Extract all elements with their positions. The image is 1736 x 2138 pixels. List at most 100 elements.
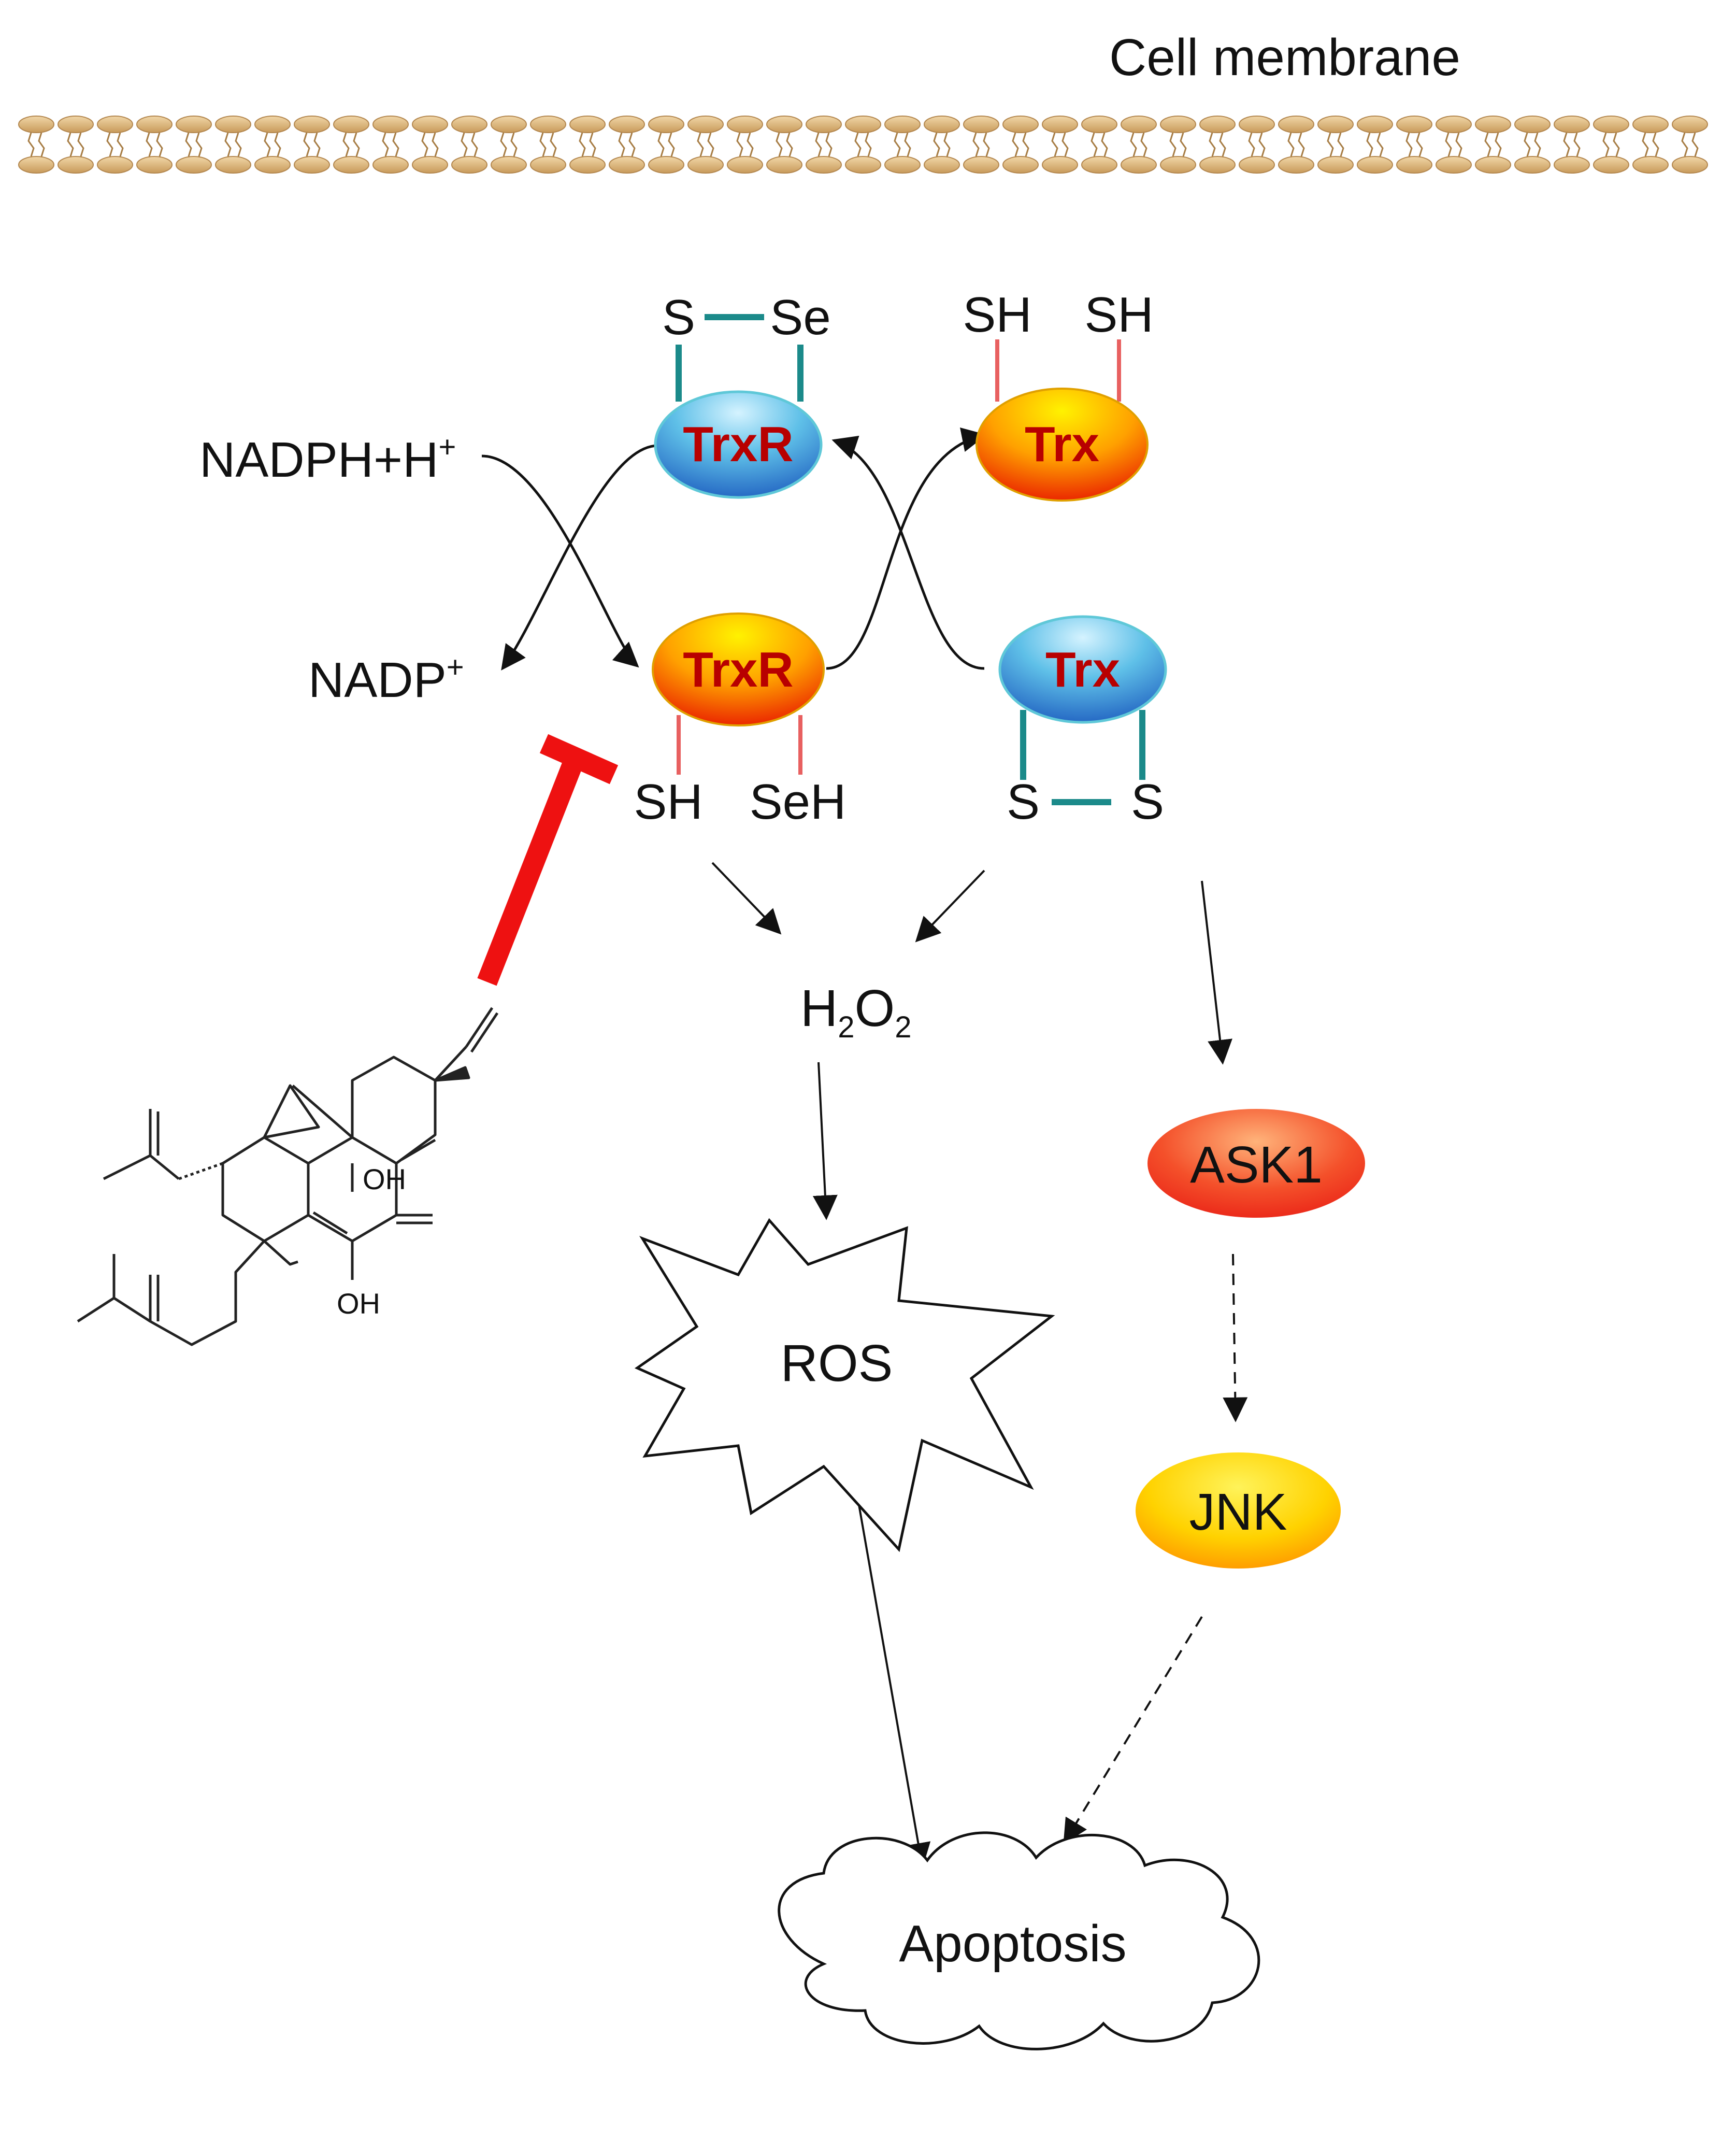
ask1-label: ASK1	[1190, 1136, 1323, 1194]
trxr-to-h2o2-arrow	[711, 862, 782, 935]
ring-b	[307, 1136, 398, 1243]
phospholipid	[924, 116, 960, 174]
phospholipid	[963, 116, 999, 174]
trxr-to-trx-arrow	[826, 427, 987, 670]
phospholipid	[491, 116, 527, 174]
trx-s-left-label: S	[1007, 774, 1040, 830]
phospholipid	[1672, 116, 1708, 174]
phospholipid	[1199, 116, 1236, 174]
jnk-label: JNK	[1189, 1483, 1287, 1541]
isopropyl-left	[77, 1296, 115, 1323]
apoptosis-label: Apoptosis	[899, 1915, 1126, 1973]
phospholipid	[609, 116, 645, 174]
phospholipid	[58, 116, 94, 174]
phospholipid	[1278, 116, 1314, 174]
phospholipid	[1081, 116, 1117, 174]
acetate-methyl	[103, 1154, 151, 1180]
phospholipid	[1002, 116, 1039, 174]
trx-oxidized-label: Trx	[1045, 642, 1120, 697]
phospholipid	[372, 116, 409, 174]
phospholipid	[1593, 116, 1629, 174]
c4-methyl	[263, 1240, 298, 1266]
trx-s-right-label: S	[1131, 774, 1164, 830]
acetate-chain	[149, 1109, 180, 1180]
phospholipid	[1396, 116, 1432, 174]
trxr-s-label: S	[662, 290, 695, 345]
phospholipid	[1121, 116, 1157, 174]
trxr-seh-label: SeH	[750, 774, 847, 830]
phospholipid	[569, 116, 606, 174]
trx-reduced-label: Trx	[1025, 417, 1099, 472]
redox-cycle-arrows	[481, 427, 987, 671]
vinyl-bond-2	[465, 1007, 494, 1048]
trx-reduced-ellipse	[975, 388, 1149, 502]
phospholipid	[215, 116, 251, 174]
phospholipid	[1317, 116, 1354, 174]
jnk-to-apoptosis-arrow	[1063, 1616, 1203, 1845]
nadp-label: NADP+	[308, 650, 464, 708]
trxr-sh-label: SH	[634, 774, 702, 830]
ros-starburst	[634, 1218, 1055, 1552]
phospholipid	[1554, 116, 1590, 174]
phospholipid	[1160, 116, 1196, 174]
membrane-label: Cell membrane	[1109, 28, 1460, 87]
trx-to-h2o2-arrow	[915, 870, 985, 943]
trxr-reduced-label: TrxR	[683, 642, 793, 697]
oh-upper-label: OH	[363, 1163, 406, 1195]
jnk-ellipse	[1136, 1452, 1341, 1569]
phospholipid	[451, 116, 487, 174]
trx-oxidized: Trx S S	[998, 615, 1167, 830]
phospholipid	[766, 116, 802, 174]
cyclopropane-bridge	[292, 1085, 353, 1138]
trxr-reduced: TrxR SH SeH	[634, 612, 847, 830]
trx-sh-left-label: SH	[963, 287, 1031, 343]
trxr-reduced-ellipse	[652, 612, 825, 726]
ask1-to-jnk-arrow	[1223, 1253, 1248, 1422]
nadph-label: NADPH+H+	[199, 430, 456, 488]
ring-c	[351, 1056, 437, 1165]
phospholipid	[884, 116, 921, 174]
inhibitor-chemical-structure	[77, 1007, 499, 1346]
h2o2-to-ros-arrow	[812, 1062, 838, 1220]
phospholipid	[648, 116, 684, 174]
trxr-to-nadp-arrow	[501, 444, 658, 671]
ester-chain	[149, 1240, 265, 1346]
phospholipid	[727, 116, 763, 174]
phospholipid	[333, 116, 369, 174]
phospholipid	[1357, 116, 1393, 174]
trx-oxidized-ellipse	[998, 615, 1167, 724]
isopropyl-up	[112, 1254, 151, 1323]
phospholipid	[97, 116, 133, 174]
trx-reduced: Trx SH SH	[963, 287, 1154, 502]
phospholipid	[845, 116, 881, 174]
phospholipid	[530, 116, 566, 174]
signaling-arrows	[711, 862, 1248, 1868]
ask1-ellipse	[1147, 1109, 1365, 1218]
enol-double	[312, 1211, 348, 1235]
apoptosis-cloud	[778, 1831, 1260, 2050]
phospholipid	[1239, 116, 1275, 174]
acetate-hash-bond	[178, 1162, 223, 1180]
trx-to-trxr-arrow	[831, 436, 985, 670]
trx-to-ask1-arrow	[1201, 880, 1232, 1065]
phospholipid	[1436, 116, 1472, 174]
phospholipid	[294, 116, 330, 174]
ros-label: ROS	[781, 1334, 893, 1392]
phospholipid	[176, 116, 212, 174]
phospholipid	[806, 116, 842, 174]
cell-membrane-bilayer	[18, 116, 1708, 174]
trxr-se-label: Se	[770, 290, 830, 345]
ring-c-double-bond	[400, 1138, 436, 1161]
trxr-oxidized: TrxR S Se	[654, 290, 831, 499]
phospholipid	[1475, 116, 1511, 174]
phospholipid	[254, 116, 291, 174]
inhibition-head	[539, 734, 619, 785]
phospholipid	[412, 116, 448, 174]
vinyl-double	[470, 1012, 499, 1053]
phospholipid	[687, 116, 724, 174]
methyl-wedge	[434, 1066, 470, 1082]
phospholipid	[18, 116, 54, 174]
phospholipid	[1632, 116, 1669, 174]
inhibition-stem	[477, 757, 584, 986]
ring-a	[221, 1136, 310, 1243]
